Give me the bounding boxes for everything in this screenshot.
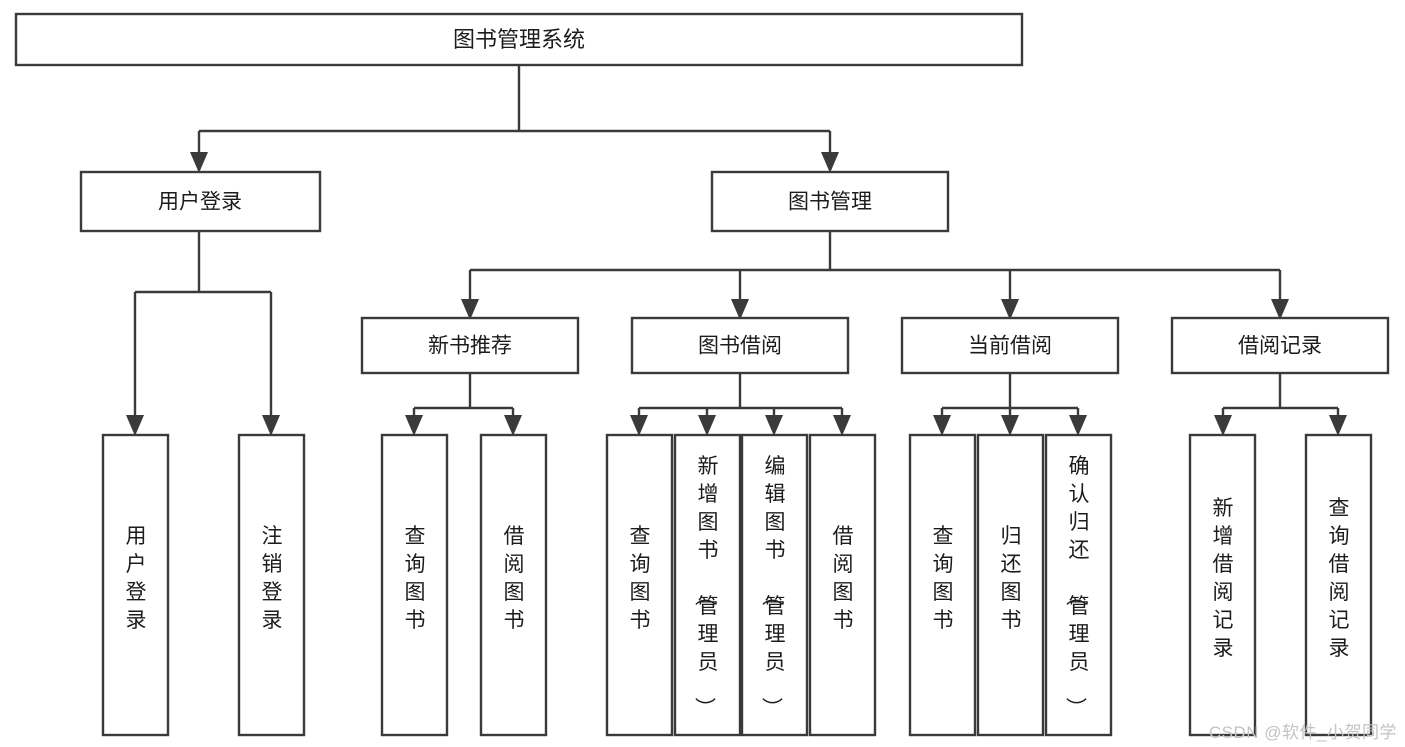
node-leaf10[interactable]: 归还图书 <box>976 433 1045 737</box>
node-leaf6[interactable]: 新增图书（管理员） <box>673 433 742 737</box>
node-leaf12[interactable]: 新增借阅记录 <box>1188 433 1257 737</box>
node-leaf2[interactable]: 注销登录 <box>237 433 306 737</box>
node-leaf8[interactable]: 借阅图书 <box>808 433 877 737</box>
node-leaf11-box[interactable] <box>1044 433 1113 737</box>
node-leaf3-label: 查询图书 <box>405 525 426 632</box>
node-leaf9-label: 查询图书 <box>933 525 954 632</box>
node-record[interactable]: 借阅记录 <box>1170 316 1390 375</box>
node-leaf13[interactable]: 查询借阅记录 <box>1304 433 1373 737</box>
connector-group-bookmgmt <box>461 231 1289 320</box>
node-login[interactable]: 用户登录 <box>79 170 322 233</box>
node-login-box[interactable] <box>79 170 322 233</box>
node-leaf4-label: 借阅图书 <box>504 525 525 632</box>
node-leaf10-box[interactable] <box>976 433 1045 737</box>
node-newbook-box[interactable] <box>360 316 580 375</box>
node-leaf11[interactable]: 确认归还（管理员） <box>1044 433 1113 737</box>
connector-group-login <box>126 231 280 436</box>
node-leaf13-box[interactable] <box>1304 433 1373 737</box>
node-leaf2-label: 注销登录 <box>262 525 283 632</box>
node-leaf9-box[interactable] <box>908 433 977 737</box>
node-leaf7[interactable]: 编辑图书（管理员） <box>740 433 809 737</box>
node-record-label: 借阅记录 <box>1238 335 1322 358</box>
connector-group-borrow <box>630 373 851 436</box>
node-current-label: 当前借阅 <box>968 335 1052 358</box>
node-leaf4[interactable]: 借阅图书 <box>479 433 548 737</box>
node-current[interactable]: 当前借阅 <box>900 316 1120 375</box>
node-borrow-label: 图书借阅 <box>698 335 782 358</box>
node-leaf1[interactable]: 用户登录 <box>101 433 170 737</box>
connector-group-newbook <box>405 373 522 436</box>
node-leaf2-box[interactable] <box>237 433 306 737</box>
node-leaf3-box[interactable] <box>380 433 449 737</box>
node-leaf1-label: 用户登录 <box>126 525 147 632</box>
node-current-box[interactable] <box>900 316 1120 375</box>
node-root[interactable]: 图书管理系统 <box>14 12 1024 67</box>
node-leaf5[interactable]: 查询图书 <box>605 433 674 737</box>
node-borrow[interactable]: 图书借阅 <box>630 316 850 375</box>
node-leaf5-box[interactable] <box>605 433 674 737</box>
node-root-label: 图书管理系统 <box>453 27 585 52</box>
node-leaf6-box[interactable] <box>673 433 742 737</box>
node-leaf3[interactable]: 查询图书 <box>380 433 449 737</box>
node-leaf1-box[interactable] <box>101 433 170 737</box>
node-leaf12-label: 新增借阅记录 <box>1213 497 1234 660</box>
node-bookmgmt[interactable]: 图书管理 <box>710 170 950 233</box>
node-leaf13-label: 查询借阅记录 <box>1329 497 1350 660</box>
node-newbook-label: 新书推荐 <box>428 335 512 358</box>
connector-group-root <box>190 65 839 173</box>
node-leaf10-label: 归还图书 <box>1001 525 1022 632</box>
node-leaf6-label: 新增图书（管理员） <box>693 455 719 718</box>
node-bookmgmt-box[interactable] <box>710 170 950 233</box>
node-leaf5-label: 查询图书 <box>630 525 651 632</box>
connector-group-record <box>1214 373 1347 436</box>
node-leaf12-box[interactable] <box>1188 433 1257 737</box>
node-leaf4-box[interactable] <box>479 433 548 737</box>
node-borrow-box[interactable] <box>630 316 850 375</box>
node-leaf8-box[interactable] <box>808 433 877 737</box>
node-root-box[interactable] <box>14 12 1024 67</box>
leaf-node-group: 用户登录 注销登录 查询图书 借阅图书 查询图书 新增图书（管理员） <box>101 433 1373 737</box>
csdn-watermark: CSDN @软件_小贺同学 <box>1208 723 1397 742</box>
node-leaf9[interactable]: 查询图书 <box>908 433 977 737</box>
node-record-box[interactable] <box>1170 316 1390 375</box>
node-leaf11-label: 确认归还（管理员） <box>1064 455 1090 718</box>
node-leaf7-label: 编辑图书（管理员） <box>760 455 786 718</box>
node-leaf8-label: 借阅图书 <box>833 525 854 632</box>
connector-group-current <box>933 373 1087 436</box>
node-bookmgmt-label: 图书管理 <box>788 191 872 214</box>
node-newbook[interactable]: 新书推荐 <box>360 316 580 375</box>
node-leaf7-box[interactable] <box>740 433 809 737</box>
node-login-label: 用户登录 <box>158 191 242 214</box>
